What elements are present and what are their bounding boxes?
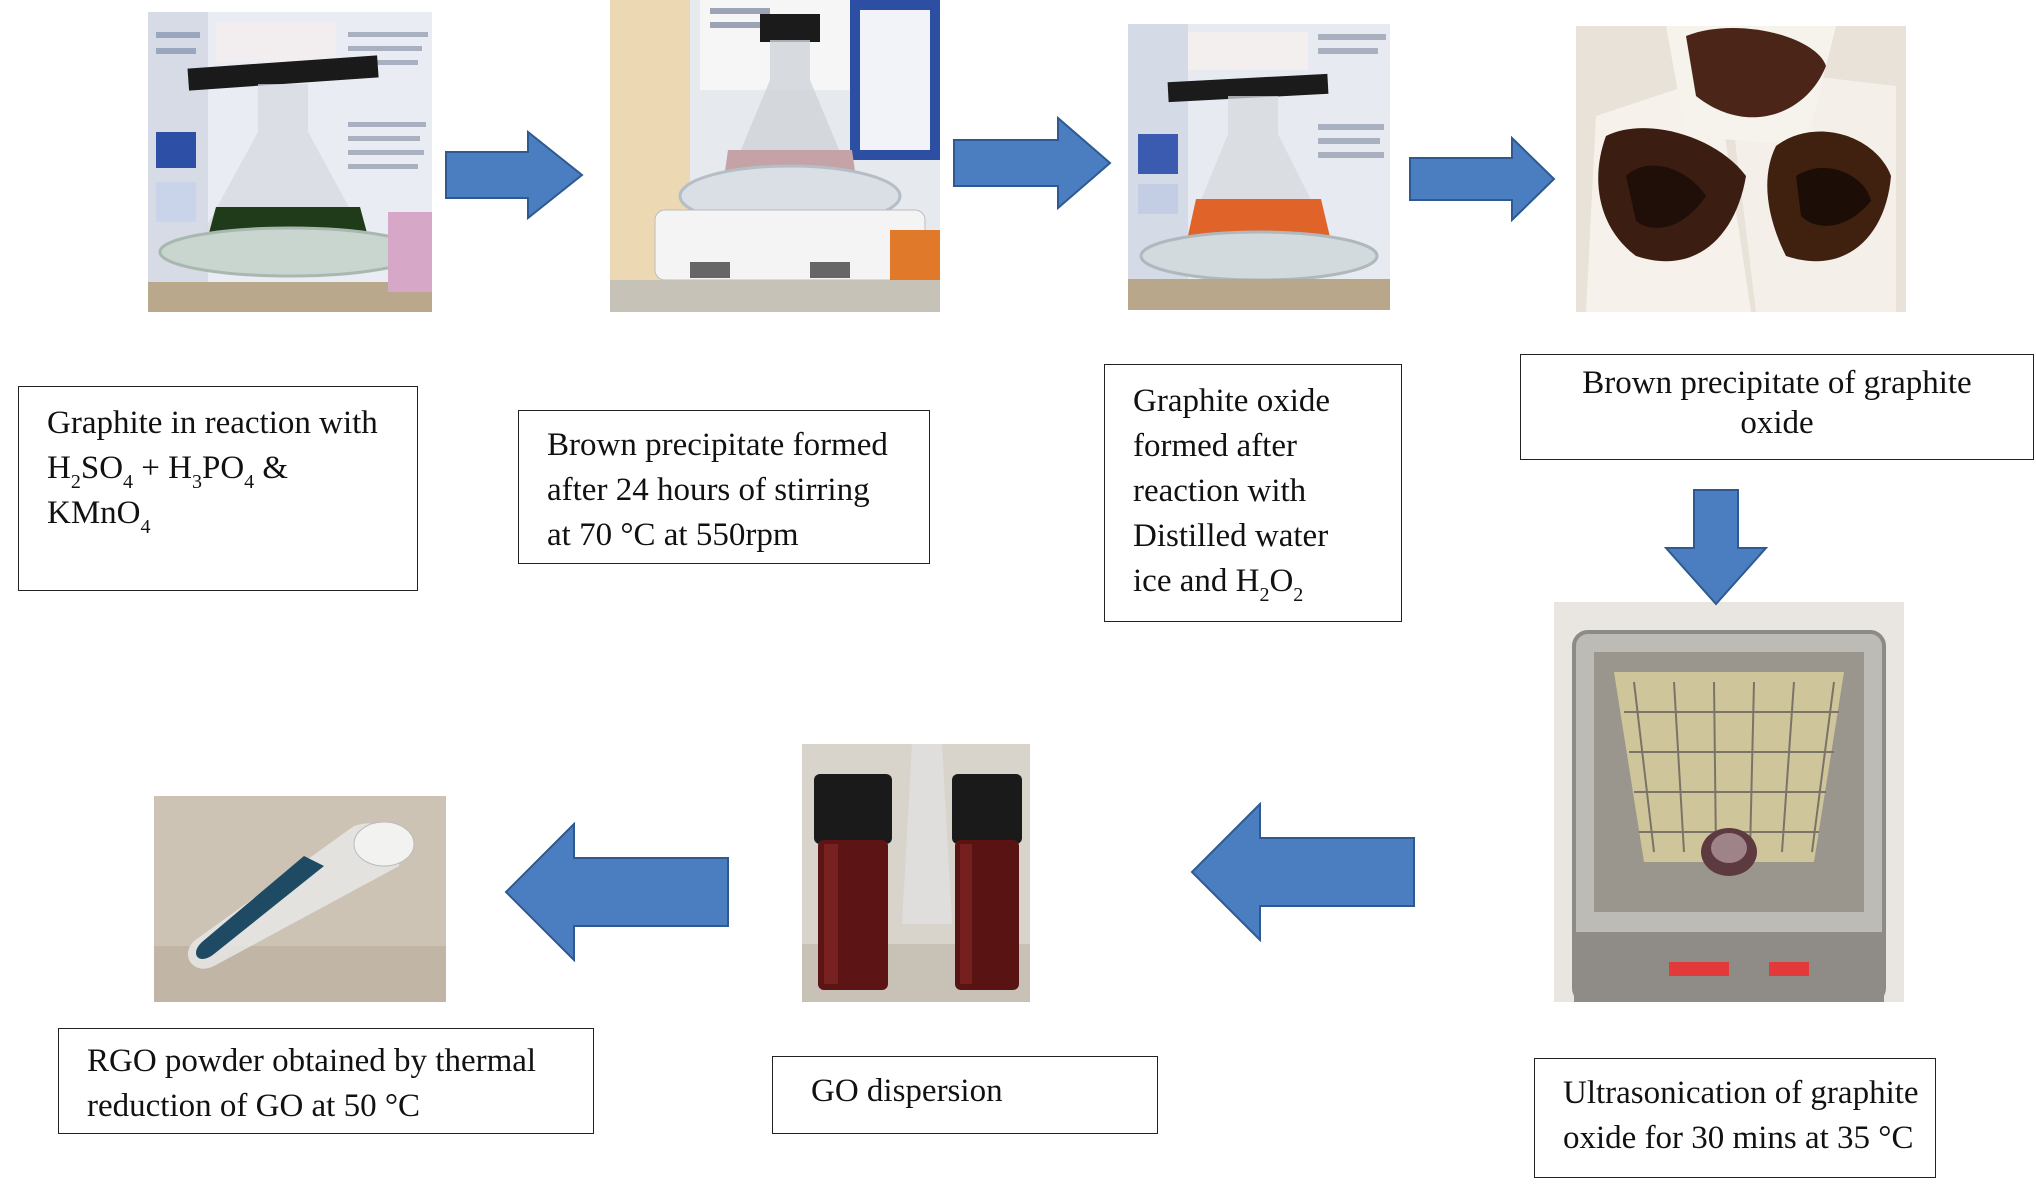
step1-line3: KMnO4 [47,491,417,538]
step1-sub-2a: 2 [70,471,81,493]
step2-line2: after 24 hours of stirring [547,472,870,508]
step4-line2: oxide [1740,405,1814,441]
step1-amp: & [254,450,289,486]
step1-sub-4a: 4 [123,471,134,493]
step1-line1: Graphite in reaction with [47,405,378,441]
step3-sub-2b: 2 [1293,584,1304,606]
photo-rgo-powder-tube [154,796,446,1002]
step-box-brown-precipitate: Brown precipitate of graphite oxide [1520,354,2034,460]
step3-line4: Distilled water [1133,518,1329,554]
step1-line2: H2SO4 + H3PO4 & [47,446,417,493]
step1-sub-4b: 4 [244,471,255,493]
photo-brown-precipitate-filters [1576,26,1906,312]
photo-graphite-reaction-flask [148,12,432,312]
step-box-graphite-reaction: Graphite in reaction with H2SO4 + H3PO4 … [18,386,418,591]
step2-line3: at 70 °C at 550rpm [547,517,799,553]
step3-line5: ice and H2O2 [1133,559,1401,606]
step3-ice-h: ice and H [1133,563,1260,599]
arrow-down [1664,488,1768,606]
step-box-stirring: Brown precipitate formed after 24 hours … [518,410,930,564]
step1-po: PO [201,450,245,486]
step3-line2: formed after [1133,428,1297,464]
step3-sub-2a: 2 [1259,584,1270,606]
step-box-rgo-powder: RGO powder obtained by thermal reduction… [58,1028,594,1134]
arrow-left-1 [1190,802,1416,942]
step-box-go-dispersion: GO dispersion [772,1056,1158,1134]
step3-o: O [1269,563,1294,599]
photo-stirring-flask [610,0,940,312]
step6-line1: GO dispersion [811,1073,1003,1109]
step3-line1: Graphite oxide [1133,383,1331,419]
step7-line1: RGO powder obtained by thermal [87,1043,537,1079]
photo-go-dispersion-vials [802,744,1030,1002]
photo-ultrasonic-bath [1554,602,1904,1002]
step7-line2: reduction of GO at 50 °C [87,1088,421,1124]
step-box-ultrasonication: Ultrasonication of graphite oxide for 30… [1534,1058,1936,1178]
step4-line1: Brown precipitate of graphite [1582,365,1972,401]
arrow-right-3 [1408,136,1556,222]
step1-sub-4c: 4 [140,516,151,538]
step-box-graphite-oxide: Graphite oxide formed after reaction wit… [1104,364,1402,622]
arrow-right-2 [952,116,1112,210]
step1-so: SO [80,450,124,486]
step1-kmno: KMnO [47,495,141,531]
arrow-right-1 [444,130,584,220]
step3-line3: reaction with [1133,473,1307,509]
step1-plus-h: + H [133,450,192,486]
photo-graphite-oxide-flask [1128,24,1390,310]
step1-h: H [47,450,71,486]
step5-line2: oxide for 30 mins at 35 °C [1563,1120,1914,1156]
step1-sub-3: 3 [191,471,202,493]
step5-line1: Ultrasonication of graphite [1563,1075,1919,1111]
arrow-left-2 [504,822,730,962]
step2-line1: Brown precipitate formed [547,427,888,463]
